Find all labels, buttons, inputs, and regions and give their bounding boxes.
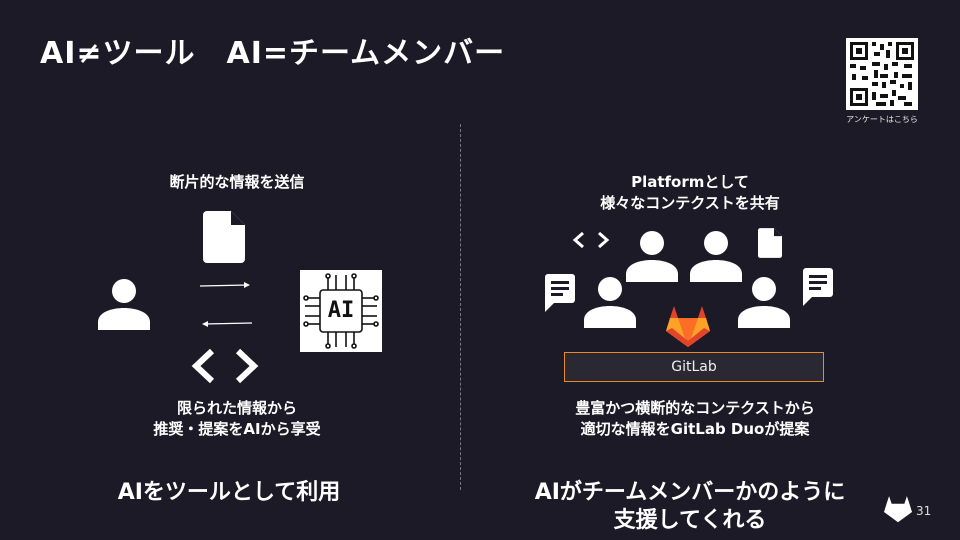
qr-pattern-icon (850, 42, 914, 106)
center-divider (460, 124, 461, 490)
left-bottom-caption-1: 限られた情報から (176, 399, 297, 417)
gitlab-footer-logo-icon (884, 496, 912, 523)
right-bottom-caption-1: 豊富かつ横断的なコンテクストから (575, 399, 815, 417)
page-number: 31 (916, 504, 932, 518)
document-icon (758, 228, 782, 258)
gitlab-platform-bar: GitLab (564, 352, 824, 382)
right-summary-2: 支援してくれる (613, 508, 767, 533)
code-brackets-icon (572, 231, 610, 249)
team-member-icon (690, 231, 742, 282)
qr-code[interactable] (846, 38, 918, 110)
ai-chip-icon (303, 273, 379, 349)
right-top-caption-2: 様々なコンテクストを共有 (600, 194, 780, 212)
ai-chip: AI (300, 270, 382, 352)
code-brackets-icon (191, 348, 259, 384)
team-member-icon (626, 231, 678, 282)
qr-caption: アンケートはこちら (846, 115, 918, 124)
left-top-caption: 断片的な情報を送信 (169, 173, 305, 191)
comment-icon (545, 274, 575, 312)
arrow-right-icon (199, 282, 250, 288)
document-icon (203, 211, 245, 263)
comment-icon (803, 268, 833, 306)
left-summary: AIをツールとして利用 (117, 480, 341, 505)
gitlab-logo-icon (666, 306, 710, 347)
user-icon (98, 279, 150, 330)
right-top-caption-1: Platformとして (631, 173, 749, 191)
left-bottom-caption-2: 推奨・提案をAIから享受 (153, 420, 321, 438)
slide-title: AI≠ツール AI=チームメンバー (40, 36, 506, 71)
right-summary-1: AIがチームメンバーかのように (534, 480, 846, 505)
team-member-icon (738, 277, 790, 328)
arrow-left-icon (202, 321, 253, 327)
right-bottom-caption-2: 適切な情報をGitLab Duoが提案 (580, 420, 810, 438)
ai-chip-label: AI (327, 298, 355, 323)
team-member-icon (584, 277, 636, 328)
